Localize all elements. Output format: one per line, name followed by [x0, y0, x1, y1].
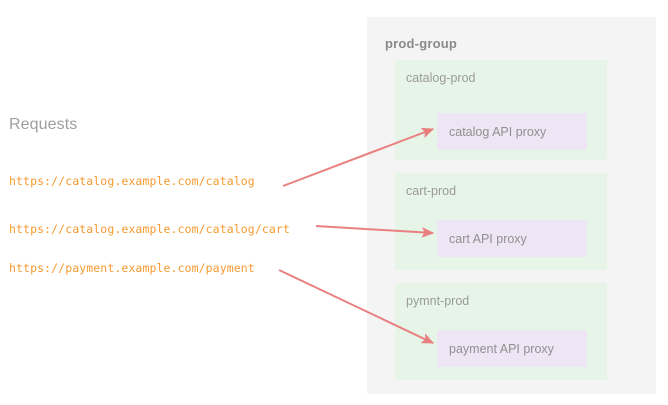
request-url-payment[interactable]: https://payment.example.com/payment: [9, 261, 255, 275]
api-proxy-label-catalog: catalog API proxy: [449, 124, 547, 139]
environment-box-catalog-prod[interactable]: catalog-prod catalog API proxy: [395, 60, 607, 160]
environment-label-pymnt-prod: pymnt-prod: [406, 294, 470, 308]
api-proxy-label-payment: payment API proxy: [449, 341, 554, 356]
environment-label-cart-prod: cart-prod: [406, 184, 457, 198]
environment-label-catalog-prod: catalog-prod: [406, 71, 476, 85]
environment-box-cart-prod[interactable]: cart-prod cart API proxy: [395, 173, 607, 270]
api-proxy-catalog[interactable]: catalog API proxy: [437, 113, 587, 150]
request-url-cart[interactable]: https://catalog.example.com/catalog/cart: [9, 222, 290, 236]
api-proxy-cart[interactable]: cart API proxy: [437, 220, 587, 257]
requests-heading: Requests: [9, 116, 78, 133]
prod-group-title: prod-group: [385, 36, 458, 51]
environment-box-pymnt-prod[interactable]: pymnt-prod payment API proxy: [395, 283, 607, 380]
prod-group-panel: prod-group catalog-prod catalog API prox…: [367, 17, 656, 394]
request-url-catalog[interactable]: https://catalog.example.com/catalog: [9, 174, 255, 188]
api-proxy-payment[interactable]: payment API proxy: [437, 330, 587, 367]
api-proxy-label-cart: cart API proxy: [449, 231, 527, 246]
